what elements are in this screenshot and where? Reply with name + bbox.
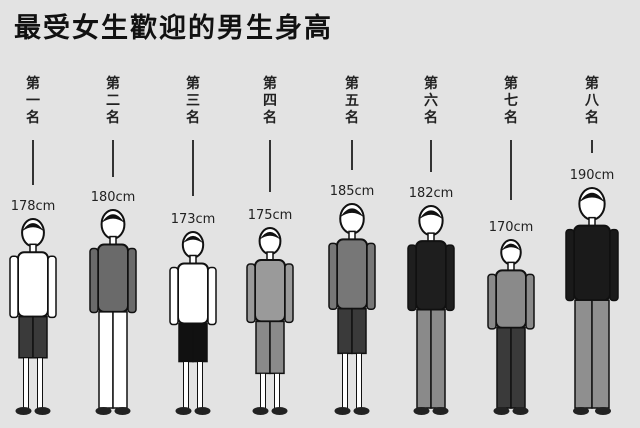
arm bbox=[9, 255, 19, 319]
pants bbox=[416, 309, 432, 409]
shirt bbox=[415, 240, 447, 311]
arm bbox=[207, 266, 217, 326]
arm bbox=[169, 266, 179, 326]
shoe bbox=[34, 407, 51, 415]
rank-label: 第八名 bbox=[585, 76, 599, 126]
rank-label: 第三名 bbox=[186, 76, 200, 126]
pants bbox=[510, 327, 526, 409]
rank-label: 第二名 bbox=[106, 76, 120, 126]
height-label: 173cm bbox=[170, 212, 216, 227]
arm bbox=[127, 247, 137, 314]
shirt bbox=[17, 251, 49, 318]
arm bbox=[407, 244, 417, 312]
pants bbox=[255, 320, 271, 375]
shoe bbox=[114, 407, 131, 415]
height-label: 170cm bbox=[488, 220, 534, 235]
shoe bbox=[413, 407, 430, 415]
height-marker-line bbox=[591, 140, 593, 153]
pants bbox=[430, 309, 446, 409]
shoe bbox=[334, 407, 351, 415]
arm bbox=[89, 247, 99, 314]
pants bbox=[178, 322, 194, 363]
man-figure bbox=[487, 239, 535, 415]
man-figure bbox=[169, 231, 217, 415]
hair bbox=[340, 208, 364, 218]
pants bbox=[591, 299, 610, 409]
shirt bbox=[254, 259, 286, 323]
rank-label: 第七名 bbox=[504, 76, 518, 126]
hair bbox=[501, 243, 521, 251]
arm bbox=[445, 244, 455, 312]
hair bbox=[579, 192, 605, 203]
pants bbox=[574, 299, 593, 409]
shoe bbox=[95, 407, 112, 415]
shirt bbox=[336, 238, 368, 310]
height-marker-line bbox=[430, 140, 432, 172]
shoe bbox=[15, 407, 32, 415]
shoe bbox=[595, 407, 611, 415]
arm bbox=[525, 273, 535, 330]
shirt bbox=[495, 269, 527, 329]
page-title: 最受女生歡迎的男生身高 bbox=[14, 13, 333, 44]
arm bbox=[609, 228, 619, 302]
shirt bbox=[177, 262, 209, 325]
shirt bbox=[97, 243, 129, 313]
man-figure bbox=[9, 218, 57, 415]
pants bbox=[496, 327, 512, 409]
height-marker-line bbox=[32, 140, 34, 185]
height-label: 180cm bbox=[90, 190, 136, 205]
hair bbox=[419, 210, 443, 220]
rank-label: 第四名 bbox=[263, 76, 277, 126]
pants bbox=[18, 315, 34, 359]
height-label: 175cm bbox=[247, 208, 293, 223]
pants bbox=[192, 322, 208, 363]
arm bbox=[565, 228, 575, 302]
man-figure bbox=[407, 205, 455, 415]
hair bbox=[101, 214, 125, 223]
height-label: 178cm bbox=[10, 199, 56, 214]
rank-label: 第一名 bbox=[26, 76, 40, 126]
height-marker-line bbox=[192, 140, 194, 196]
height-marker-line bbox=[269, 140, 271, 192]
shoe bbox=[493, 407, 510, 415]
man-figure bbox=[565, 187, 619, 415]
pants bbox=[269, 320, 285, 375]
shoe bbox=[432, 407, 449, 415]
arm bbox=[487, 273, 497, 330]
shoe bbox=[573, 407, 589, 415]
shoe bbox=[252, 407, 269, 415]
man-figure bbox=[89, 209, 137, 415]
shirt bbox=[573, 224, 611, 302]
pants bbox=[98, 311, 114, 409]
man-figure bbox=[328, 203, 376, 415]
shoe bbox=[175, 407, 192, 415]
arm bbox=[47, 255, 57, 319]
height-label: 190cm bbox=[569, 168, 615, 183]
height-label: 182cm bbox=[408, 186, 454, 201]
shoe bbox=[271, 407, 288, 415]
pants bbox=[112, 311, 128, 409]
shoe bbox=[353, 407, 370, 415]
pants bbox=[351, 307, 367, 355]
arm bbox=[246, 263, 256, 324]
pants bbox=[337, 307, 353, 355]
height-label: 185cm bbox=[329, 184, 375, 199]
arm bbox=[328, 242, 338, 310]
height-marker-line bbox=[510, 140, 512, 200]
hair bbox=[259, 231, 281, 240]
hair bbox=[22, 223, 44, 232]
shoe bbox=[194, 407, 211, 415]
height-marker-line bbox=[112, 140, 114, 177]
rank-label: 第六名 bbox=[424, 76, 438, 126]
hair bbox=[182, 235, 204, 244]
man-figure bbox=[246, 227, 294, 415]
pants bbox=[32, 315, 48, 359]
arm bbox=[284, 263, 294, 324]
arm bbox=[366, 242, 376, 310]
rank-label: 第五名 bbox=[345, 76, 359, 126]
shoe bbox=[512, 407, 529, 415]
height-marker-line bbox=[351, 140, 353, 170]
head bbox=[418, 205, 444, 237]
